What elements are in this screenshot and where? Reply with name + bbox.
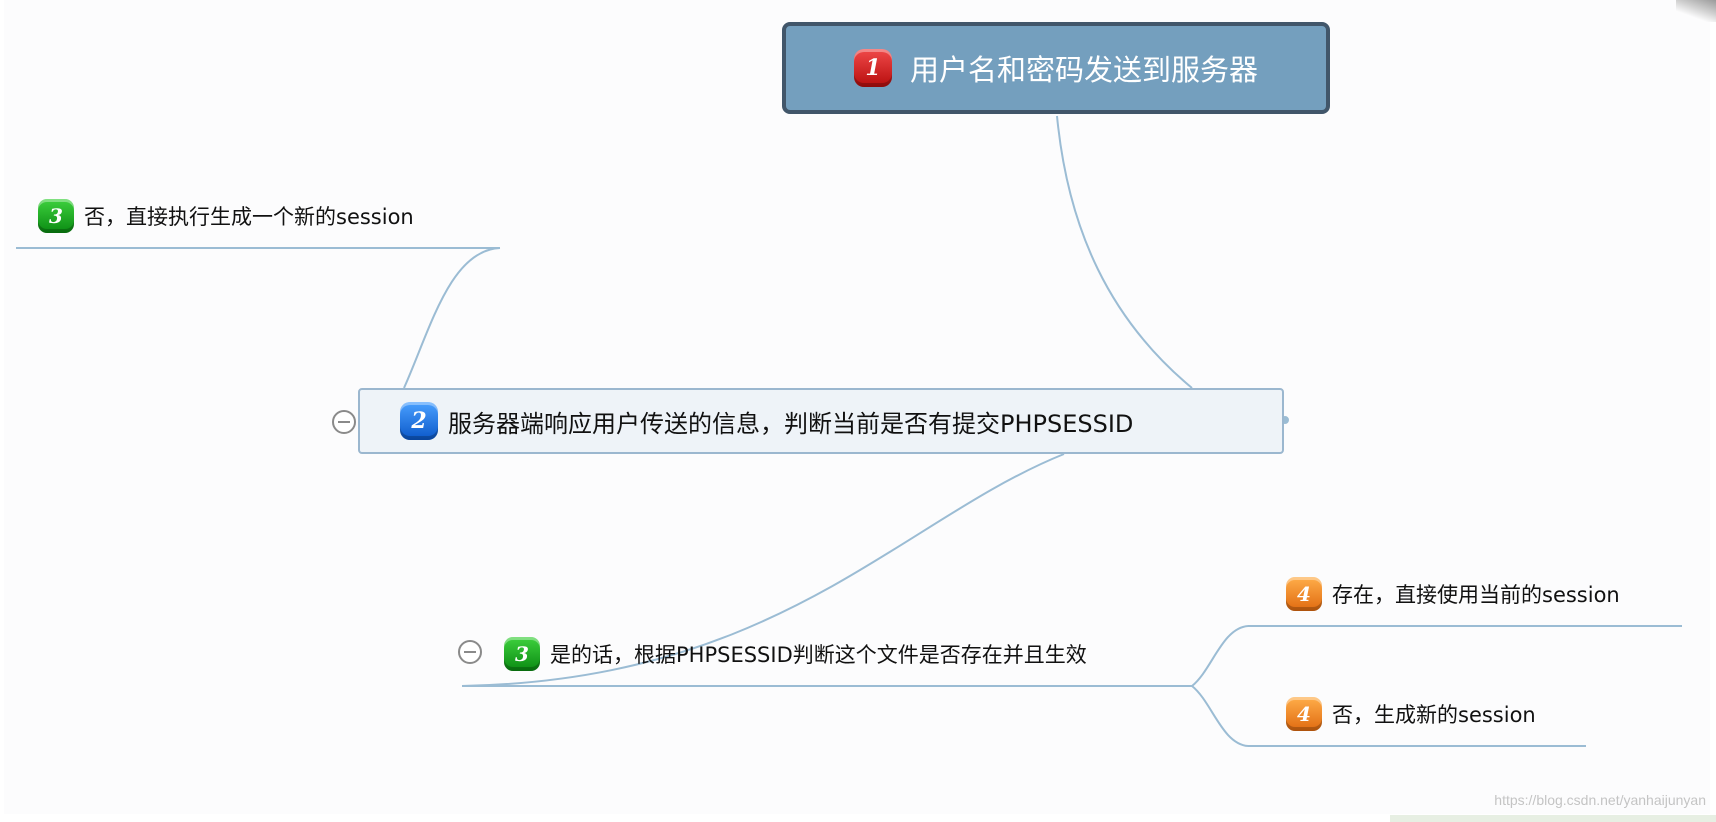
leaf-not-label: 否，生成新的session — [1332, 703, 1536, 727]
leaf-not[interactable]: 4 否，生成新的session — [1286, 694, 1536, 734]
priority-4-icon: 4 — [1286, 577, 1322, 611]
branch-no-label: 否，直接执行生成一个新的session — [84, 205, 414, 229]
branch-yes[interactable]: 3 是的话，根据PHPSESSID判断这个文件是否存在并且生效 — [504, 634, 1087, 674]
collapse-main-icon[interactable] — [332, 410, 356, 434]
leaf-exists[interactable]: 4 存在，直接使用当前的session — [1286, 574, 1620, 614]
watermark-url: https://blog.csdn.net/yanhaijunyan — [1494, 792, 1706, 808]
main-topic[interactable]: 2 服务器端响应用户传送的信息，判断当前是否有提交PHPSESSID — [358, 388, 1284, 454]
branch-no[interactable]: 3 否，直接执行生成一个新的session — [38, 196, 414, 236]
priority-4-icon: 4 — [1286, 697, 1322, 731]
main-topic-label: 服务器端响应用户传送的信息，判断当前是否有提交PHPSESSID — [448, 409, 1134, 438]
page-curl-corner — [1676, 0, 1716, 22]
priority-3-icon: 3 — [504, 637, 540, 671]
leaf-exists-label: 存在，直接使用当前的session — [1332, 583, 1620, 607]
root-topic[interactable]: 1 用户名和密码发送到服务器 — [782, 22, 1330, 114]
bottom-strip — [1390, 815, 1716, 822]
root-topic-label: 用户名和密码发送到服务器 — [909, 53, 1258, 87]
priority-3-icon: 3 — [38, 199, 74, 233]
branch-yes-label: 是的话，根据PHPSESSID判断这个文件是否存在并且生效 — [550, 643, 1087, 667]
priority-2-icon: 2 — [400, 402, 438, 440]
priority-1-icon: 1 — [853, 49, 892, 87]
collapse-yes-icon[interactable] — [458, 640, 482, 664]
